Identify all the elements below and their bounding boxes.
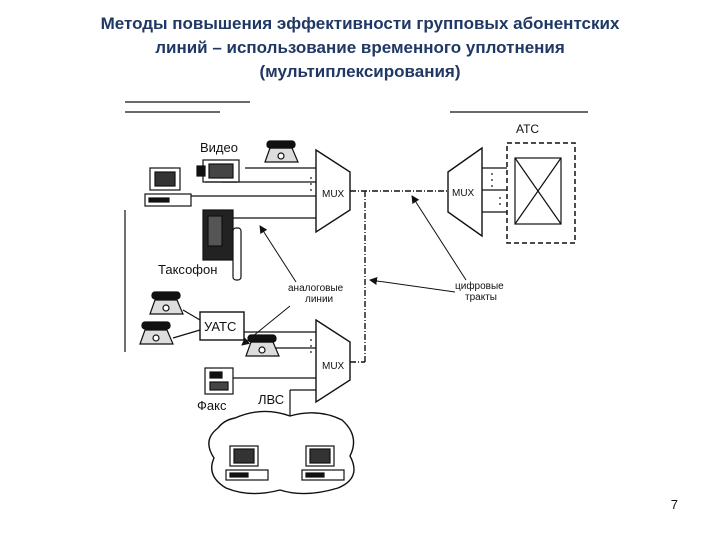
upper-mux (315, 148, 351, 234)
lower-mux-label: MUX (322, 361, 345, 372)
figure-frame (124, 101, 588, 352)
lower-mux (315, 318, 351, 404)
title-line-3: (мультиплексирования) (259, 62, 461, 81)
uats-links (172, 309, 201, 339)
uats-label: УАТС (204, 319, 236, 334)
upper-mux-dots (310, 177, 312, 191)
title-line-2: линий – использование временного уплотне… (155, 38, 565, 57)
telephone-icon (139, 321, 174, 345)
title-line-1: Методы повышения эффективности групповых… (100, 14, 620, 33)
digital-trunks (350, 190, 448, 363)
fax-icon (204, 367, 234, 395)
page-number: 7 (670, 497, 678, 512)
taxophone-icon (202, 209, 242, 281)
analog-lines-label-2: линии (305, 294, 333, 305)
digital-tracts-arrows (369, 195, 467, 293)
ats-box (506, 142, 576, 244)
computer-icon (144, 167, 192, 207)
analog-lines-label-1: аналоговые (288, 283, 344, 294)
uats-box (199, 311, 245, 341)
lower-mux-dots (310, 339, 312, 353)
lan-label: ЛВС (258, 392, 284, 407)
video-label: Видео (200, 140, 238, 155)
upper-mux-label: MUX (322, 189, 345, 200)
telephone-icon (264, 140, 299, 163)
lan-computer-icon (301, 445, 345, 481)
digital-tracts-label-1: цифровые (455, 280, 504, 292)
ats-mux-label: MUX (452, 188, 475, 199)
ats-mux-dots (491, 173, 501, 205)
digital-tracts-label-2: тракты (465, 292, 497, 303)
lan-computer-icon (225, 445, 269, 481)
slide-title: Методы повышения эффективности групповых… (20, 12, 700, 84)
video-camera-icon (196, 159, 240, 183)
analog-lines-upper (175, 167, 316, 219)
telephone-icon (245, 334, 280, 357)
ats-mux (447, 146, 483, 238)
taxophone-label: Таксофон (158, 262, 217, 277)
telephone-icon (149, 291, 184, 315)
ats-label: АТС (516, 122, 539, 136)
fax-label: Факс (197, 398, 227, 413)
switch-matrix (514, 157, 562, 225)
